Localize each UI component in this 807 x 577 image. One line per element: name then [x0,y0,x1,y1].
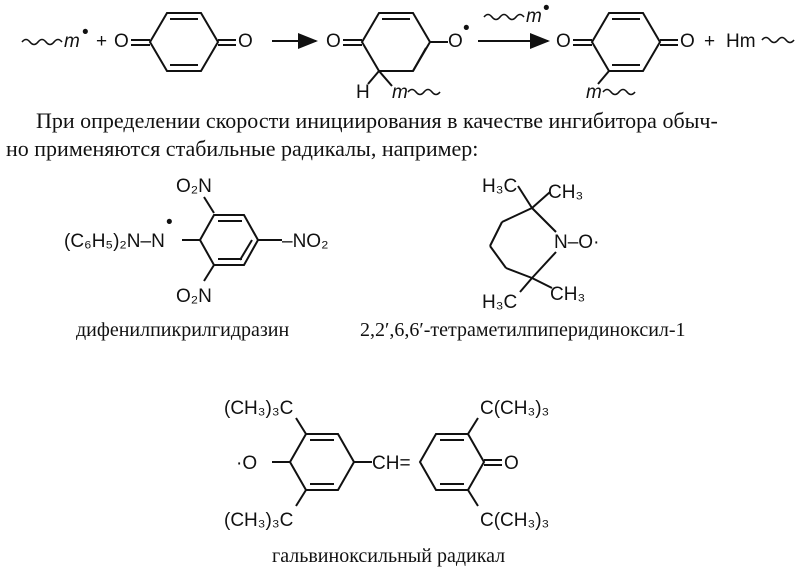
polymer-chain-5 [761,36,795,44]
tempo-h3c-top: H₃C [482,176,517,197]
product-quinone [573,12,678,85]
tempo-ch3-top: CH₃ [548,182,583,203]
galvinoxyl-structure: (CH₃)₃C (CH₃)₃C ·O CH= C(CH₃)₃ O C(CH₃)₃ [224,398,549,531]
dpph-caption: дифенилпикрилгидразин [76,319,289,341]
galvinoxyl-o-radical: ·O [236,453,257,474]
plus-1: + [96,31,107,52]
dpph-no2-top: O₂N [176,176,212,197]
galvinoxyl-ch-bridge: CH= [372,453,411,474]
radical-dot-1: • [82,22,89,43]
quinone1-o-left: O [114,31,129,52]
tempo-structure: H₃C CH₃ N–O· H₃C CH₃ [482,176,599,313]
radical-m-1: m [64,31,80,52]
dpph-diphenylhydrazyl: (C₆H₅)₂N–N [64,231,165,252]
quinone1-o-right: O [238,31,253,52]
galvinoxyl-caption: гальвиноксильный радикал [272,545,505,567]
galvinoxyl-left-top: (CH₃)₃C [224,398,293,419]
quinone-1 [131,12,236,72]
body-text-line-1: При определении скорости инициирования в… [36,108,718,133]
galvinoxyl-o-ketone: O [504,453,519,474]
reagent-radical-m: m [526,6,542,27]
product-m: m [586,82,602,103]
polymer-chain-1 [21,38,63,46]
product-hm: Hm [726,31,756,52]
polymer-chain-4 [602,88,636,96]
dpph-structure: O₂N –NO₂ O₂N (C₆H₅)₂N–N • [64,176,328,307]
intermediate-o-left: O [326,31,341,52]
tempo-n-o: N–O· [554,232,599,253]
reaction-scheme: m • + O O O O • H [21,0,795,103]
intermediate-radical-dot: • [463,18,470,39]
product-o-right: O [680,31,695,52]
tempo-caption: 2,2′,6,6′-тетраметилпиперидиноксил-1 [360,319,686,341]
dpph-no2-bottom: O₂N [176,286,212,307]
intermediate-h: H [356,82,370,103]
reagent-radical-dot: • [543,0,550,19]
dpph-radical-dot: • [166,212,173,233]
intermediate-ring [343,12,448,87]
intermediate-o-radical: O [448,31,463,52]
tempo-ch3-bottom: CH₃ [550,284,585,305]
product-o-left: O [556,31,571,52]
galvinoxyl-left-bottom: (CH₃)₃C [224,510,293,531]
galvinoxyl-right-bottom: C(CH₃)₃ [480,510,549,531]
polymer-chain-2 [407,88,441,96]
tempo-h3c-bottom: H₃C [482,292,517,313]
polymer-chain-3 [483,13,525,21]
body-text-line-2: но применяются стабильные радикалы, напр… [6,136,479,161]
galvinoxyl-right-top: C(CH₃)₃ [480,398,549,419]
plus-2: + [704,31,715,52]
dpph-no2-right: –NO₂ [282,231,328,252]
intermediate-m: m [392,82,408,103]
